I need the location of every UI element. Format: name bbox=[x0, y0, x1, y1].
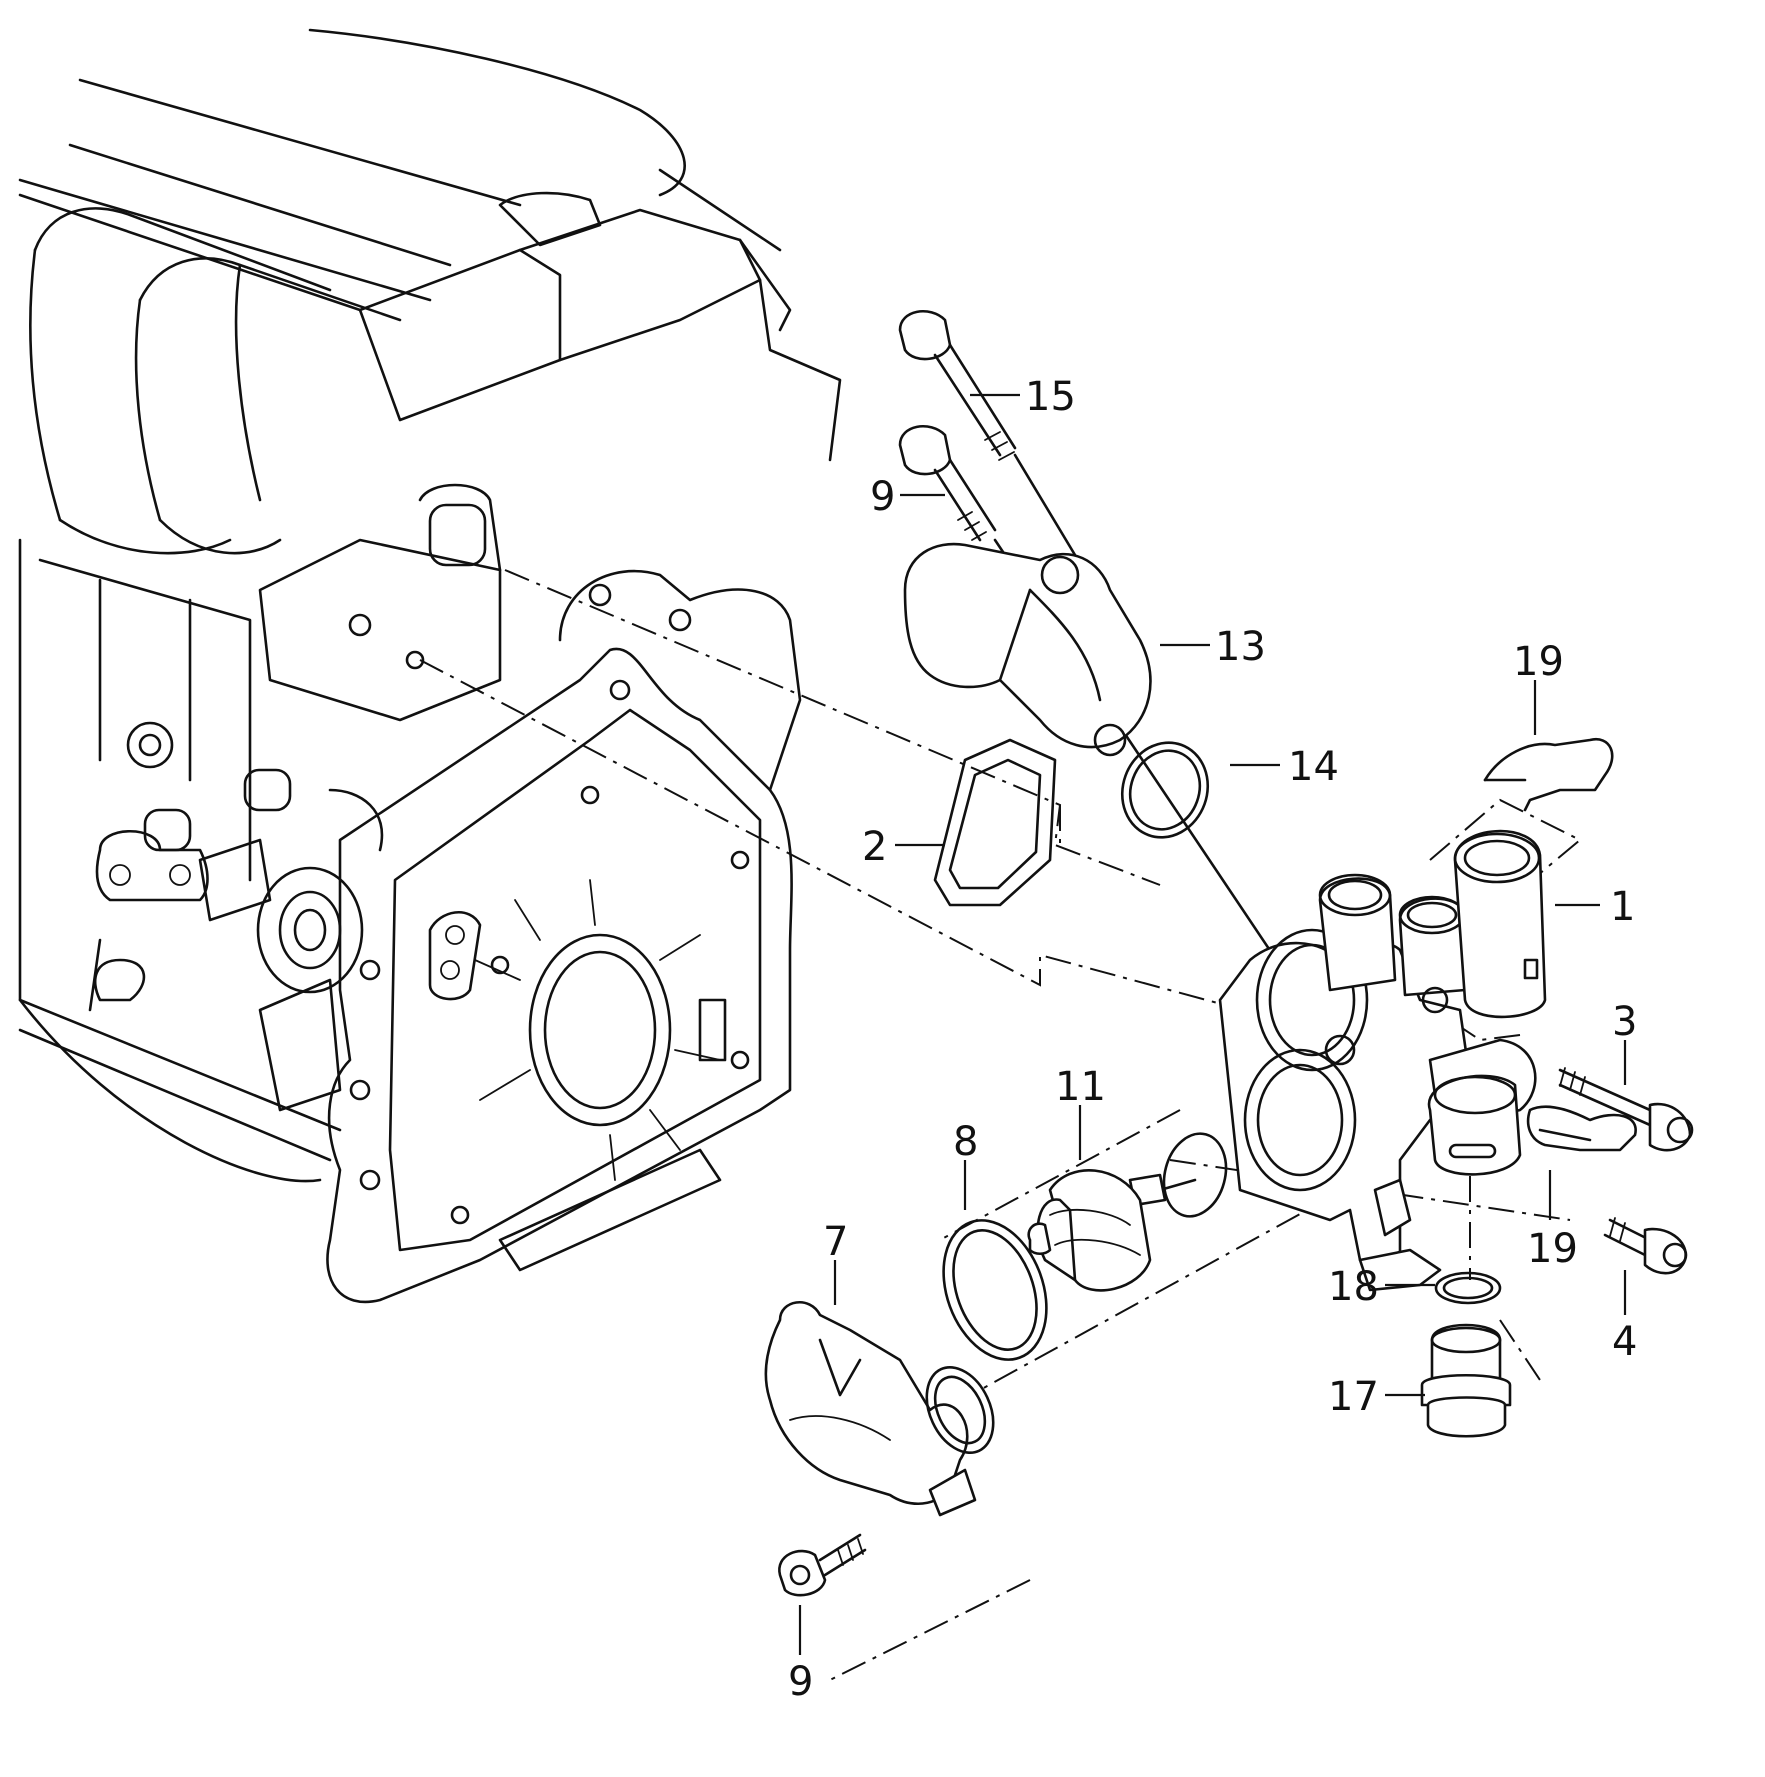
part-14-o-ring bbox=[1120, 741, 1210, 839]
part-17-plug bbox=[1420, 1323, 1512, 1438]
callout-15: 15 bbox=[1025, 374, 1076, 420]
callout-19-lower: 19 bbox=[1527, 1226, 1578, 1272]
callout-18: 18 bbox=[1328, 1264, 1379, 1310]
callout-7: 7 bbox=[823, 1219, 848, 1265]
callout-9-lower: 9 bbox=[788, 1659, 813, 1705]
part-2-gasket bbox=[933, 738, 1057, 907]
part-19-clip-upper bbox=[1483, 737, 1614, 812]
callout-14: 14 bbox=[1288, 744, 1339, 790]
callout-17: 17 bbox=[1328, 1374, 1379, 1420]
callout-13: 13 bbox=[1215, 624, 1266, 670]
callout-2: 2 bbox=[862, 824, 887, 870]
part-18-o-ring-small bbox=[1434, 1271, 1502, 1305]
callout-19-upper: 19 bbox=[1513, 639, 1564, 685]
part-3-bolt bbox=[1558, 1067, 1694, 1152]
callout-4: 4 bbox=[1612, 1319, 1637, 1365]
part-11-thermostat bbox=[1027, 1132, 1228, 1292]
callout-3: 3 bbox=[1612, 999, 1637, 1045]
part-4-bolt bbox=[1603, 1217, 1688, 1275]
part-9-bolt-lower bbox=[778, 1533, 867, 1597]
part-13-pipe-elbow bbox=[903, 542, 1152, 757]
part-7-thermostat-cover bbox=[764, 1300, 995, 1517]
callout-8: 8 bbox=[953, 1119, 978, 1165]
callout-11: 11 bbox=[1055, 1064, 1106, 1110]
callout-labels: 15 9 13 19 14 2 1 3 11 8 7 19 18 4 17 9 bbox=[788, 374, 1637, 1705]
callout-9-upper: 9 bbox=[870, 474, 895, 520]
engine-block-illustration bbox=[18, 28, 842, 1304]
part-1-thermostat-housing bbox=[1218, 829, 1547, 1292]
leader-lines bbox=[798, 393, 1627, 1655]
part-8-o-ring-large bbox=[942, 1219, 1048, 1361]
part-19-clip-lower bbox=[1526, 1105, 1637, 1152]
callout-1: 1 bbox=[1610, 884, 1635, 930]
